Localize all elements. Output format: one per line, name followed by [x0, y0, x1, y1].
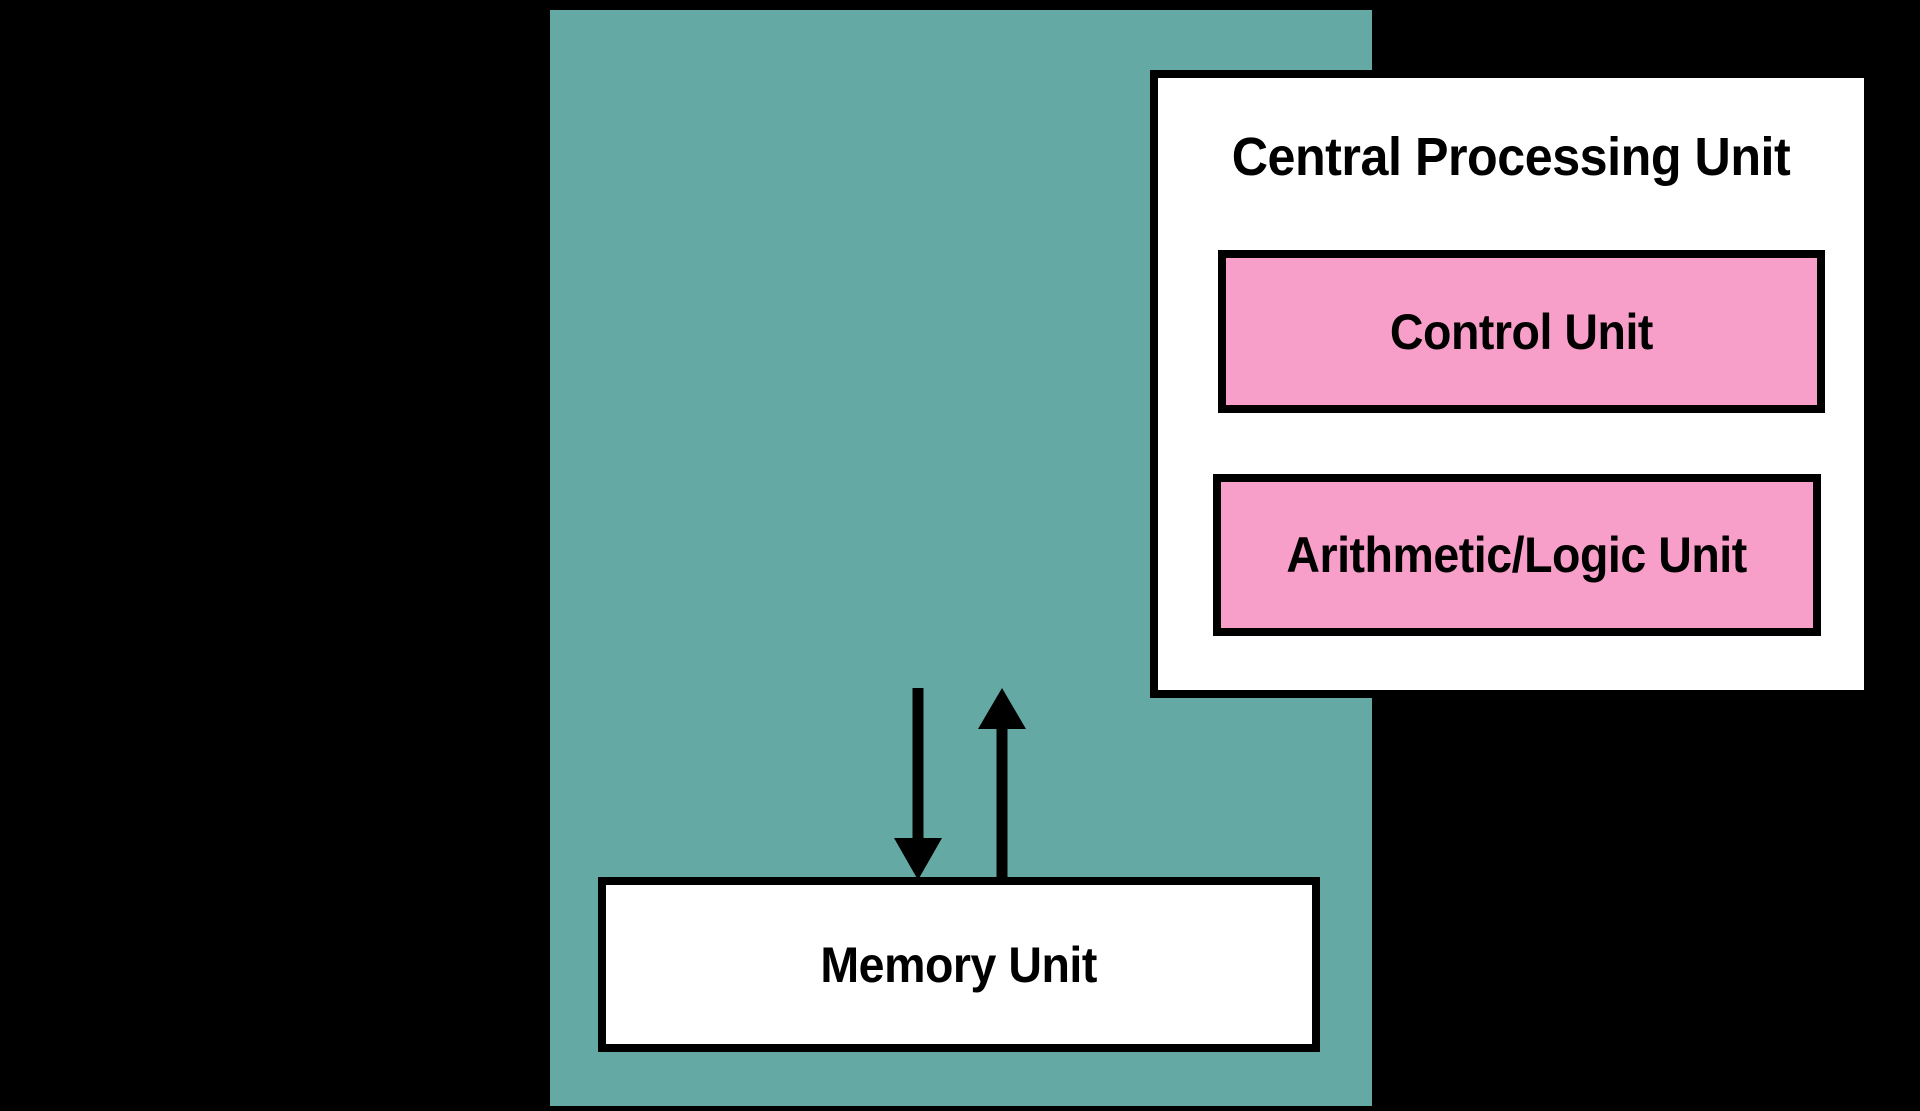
- system-panel: Central Processing Unit Control Unit Ari…: [550, 10, 1872, 1106]
- control-unit-box[interactable]: Control Unit: [1218, 250, 1825, 413]
- cpu-title: Central Processing Unit: [1231, 127, 1791, 187]
- control-unit-label: Control Unit: [1389, 303, 1654, 360]
- arithmetic-logic-unit-label: Arithmetic/Logic Unit: [1286, 527, 1748, 583]
- memory-unit-label: Memory Unit: [820, 936, 1098, 993]
- memory-unit-box[interactable]: Memory Unit: [598, 877, 1320, 1052]
- cpu-box[interactable]: Central Processing Unit Control Unit Ari…: [1150, 70, 1872, 698]
- arithmetic-logic-unit-box[interactable]: Arithmetic/Logic Unit: [1213, 474, 1821, 636]
